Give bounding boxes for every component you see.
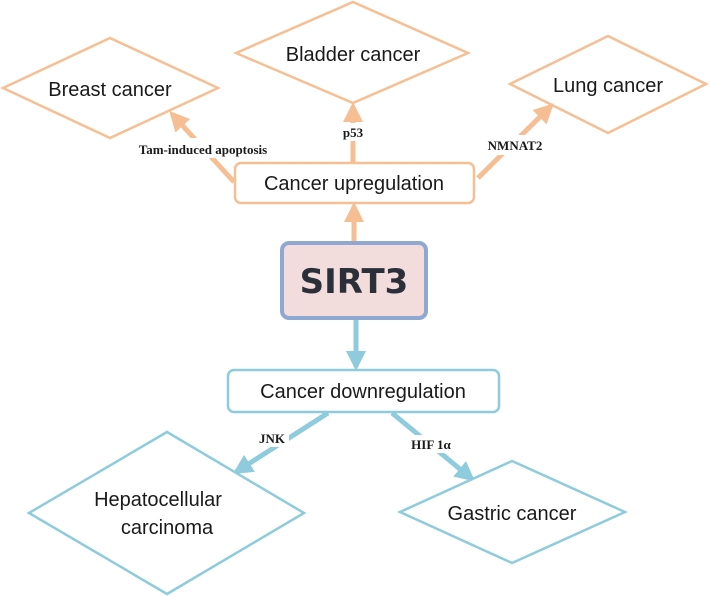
edge-label-bg xyxy=(404,435,458,453)
breast-cancer-node xyxy=(0,36,221,140)
lung-cancer-label: Lung cancer xyxy=(553,75,663,97)
edge-label-hif1a: HIF 1α xyxy=(411,437,451,452)
sirt3-node xyxy=(280,241,428,320)
breast-cancer-label: Breast cancer xyxy=(48,79,172,101)
hepatocellular-carcinoma-label-line2: carcinoma xyxy=(121,517,214,539)
cancer-upregulation-label: Cancer upregulation xyxy=(264,173,444,195)
hepatocellular-carcinoma-label-line1: Hepatocellular xyxy=(94,489,222,511)
edge-label-jnk: JNK xyxy=(259,431,286,446)
cancer-downregulation-label: Cancer downregulation xyxy=(260,381,466,403)
bladder-cancer-node xyxy=(232,0,472,105)
edge-label-bg xyxy=(118,138,288,158)
lung-cancer-node xyxy=(507,34,709,135)
cancer-downregulation-node xyxy=(226,368,501,414)
edge-label-bg xyxy=(338,123,368,141)
gastric-cancer-label: Gastric cancer xyxy=(448,503,577,525)
hepatocellular-carcinoma-node xyxy=(26,430,307,596)
edge-label-p53: p53 xyxy=(343,125,364,140)
edge-label-nmnat2: NMNAT2 xyxy=(488,138,543,153)
edge-label-tam-induced-apoptosis: Tam-induced apoptosis xyxy=(139,142,267,157)
edge-label-bg xyxy=(478,135,552,155)
gastric-cancer-node xyxy=(396,459,629,565)
bladder-cancer-label: Bladder cancer xyxy=(286,44,421,66)
sirt3-label: SIRT3 xyxy=(300,262,409,302)
edge-label-bg xyxy=(255,429,289,447)
